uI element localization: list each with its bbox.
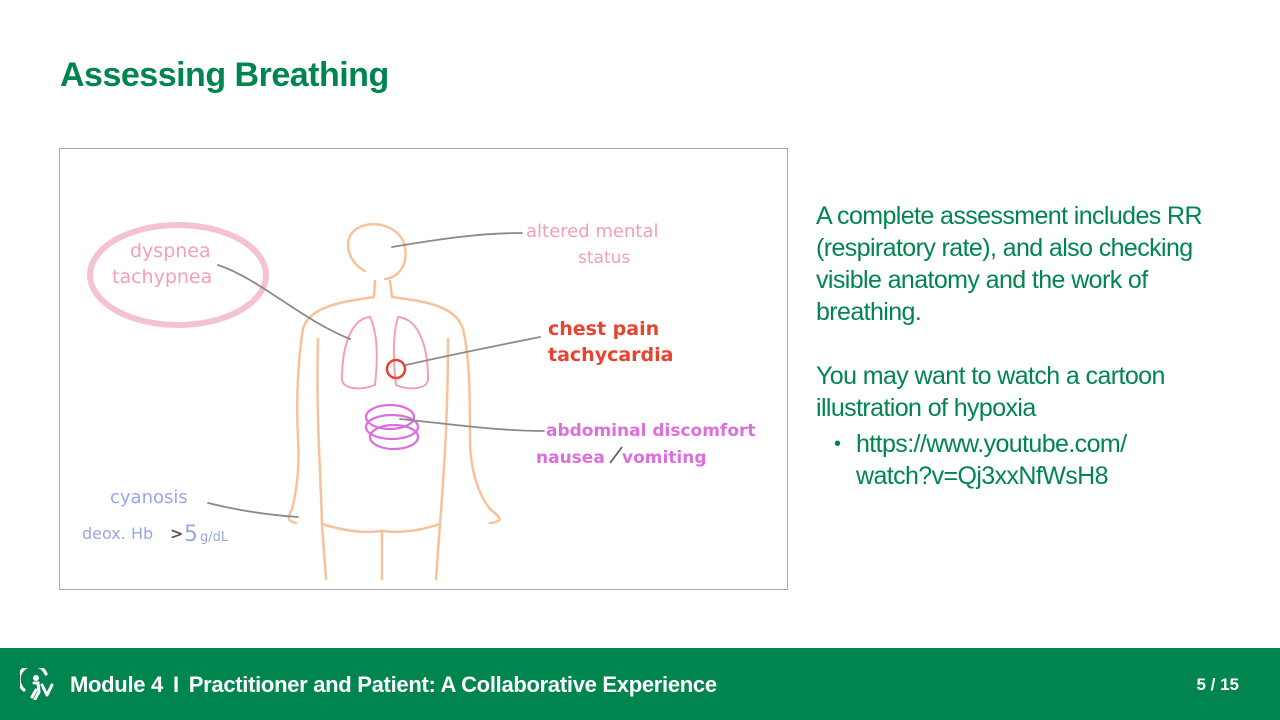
label-chest-pain: chest pain xyxy=(548,318,659,340)
speech-bubble xyxy=(87,222,269,328)
label-tachycardia: tachycardia xyxy=(548,344,673,366)
label-vomiting: vomiting xyxy=(622,448,707,468)
leader-lines xyxy=(207,232,545,518)
footer-module-title: Module 4 I Practitioner and Patient: A Col… xyxy=(70,672,717,698)
heart xyxy=(385,358,407,380)
label-greater-than: > xyxy=(170,524,183,543)
label-abdominal-discomfort: abdominal discomfort xyxy=(546,421,756,441)
content-text: A complete assessment includes RR (respi… xyxy=(816,200,1216,492)
label-status: status xyxy=(578,248,630,268)
video-link[interactable]: https://www.youtube.com/watch?v=Qj3xxNfW… xyxy=(856,430,1127,490)
link-list: • https://www.youtube.com/watch?v=Qj3xxN… xyxy=(816,428,1216,492)
label-unit: g/dL xyxy=(200,530,229,545)
body-outline xyxy=(287,222,501,581)
bullet: • xyxy=(834,433,841,455)
symptom-illustration: dyspnea tachypnea altered mental status … xyxy=(59,148,788,590)
slide-title: Assessing Breathing xyxy=(60,56,389,94)
module-number: Module 4 xyxy=(70,672,163,697)
module-separator: I xyxy=(172,672,179,697)
course-title: Practitioner and Patient: A Collaborativ… xyxy=(188,672,717,697)
lungs xyxy=(340,315,430,390)
label-tachypnea: tachypnea xyxy=(112,266,212,288)
label-dyspnea: dyspnea xyxy=(130,240,211,262)
footer-bar: Module 4 I Practitioner and Patient: A Col… xyxy=(0,648,1280,720)
label-nausea: nausea xyxy=(536,448,605,468)
label-cyanosis: cyanosis xyxy=(110,487,188,508)
intestines xyxy=(364,403,420,451)
body-diagram: dyspnea tachypnea altered mental status … xyxy=(82,221,756,581)
page-number: 5 / 15 xyxy=(1196,675,1239,694)
walking-person-logo-icon xyxy=(20,668,54,700)
video-link-line2[interactable]: watch?v=Qj3xxNfWsH8 xyxy=(856,462,1108,490)
paragraph-assessment: A complete assessment includes RR (respi… xyxy=(816,202,1203,326)
label-five: 5 xyxy=(184,522,198,547)
video-link-line1[interactable]: https://www.youtube.com/ xyxy=(856,430,1127,458)
label-deox-hb: deox. Hb xyxy=(82,524,153,543)
label-altered-mental: altered mental xyxy=(526,221,659,242)
list-item: • https://www.youtube.com/watch?v=Qj3xxN… xyxy=(834,428,1216,492)
paragraph-cartoon: You may want to watch a cartoon illustra… xyxy=(816,362,1165,422)
